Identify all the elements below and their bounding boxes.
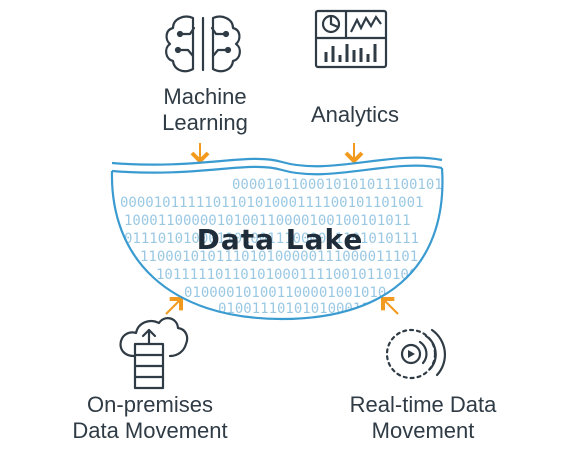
streaming-signal-icon xyxy=(385,328,447,380)
binary-row: 000010111110110101000111100101101001 xyxy=(120,195,423,211)
machine-learning-label: Machine Learning xyxy=(162,84,248,135)
binary-row: 0000101100010101011100101 xyxy=(232,177,443,193)
lake-wave-top xyxy=(111,156,443,168)
arrows xyxy=(165,143,399,315)
binary-row: 010000101001100001001010 xyxy=(184,285,386,301)
binary-row: 1000110000010100110000100100101011 xyxy=(124,213,411,229)
binary-row: 01110101000110100111000011101010111 xyxy=(124,231,419,247)
analytics-label: Analytics xyxy=(310,102,400,127)
arrow-realtime-to-lake xyxy=(381,297,399,315)
lake-bowl-outline xyxy=(110,167,444,321)
lake-wave-bottom xyxy=(111,164,443,176)
binary-row: 010011101010100011 xyxy=(218,301,370,317)
binary-row: 110001010111010100000111000011101 xyxy=(140,249,418,265)
real-time-label: Real-time Data Movement xyxy=(349,392,497,443)
binary-texture: 0000101100010101011100101 00001011111011… xyxy=(120,177,443,317)
data-lake: 0000101100010101011100101 00001011111011… xyxy=(110,156,444,321)
on-premises-label: On-premises Data Movement xyxy=(72,392,228,443)
arrow-onprem-to-lake xyxy=(165,297,183,315)
brain-icon xyxy=(165,15,241,73)
cloud-server-upload-icon xyxy=(119,317,189,390)
binary-row: 10111110110101000111100101101001 xyxy=(156,267,426,283)
dashboard-icon xyxy=(314,9,388,69)
lake-title: Data Lake xyxy=(197,223,364,256)
